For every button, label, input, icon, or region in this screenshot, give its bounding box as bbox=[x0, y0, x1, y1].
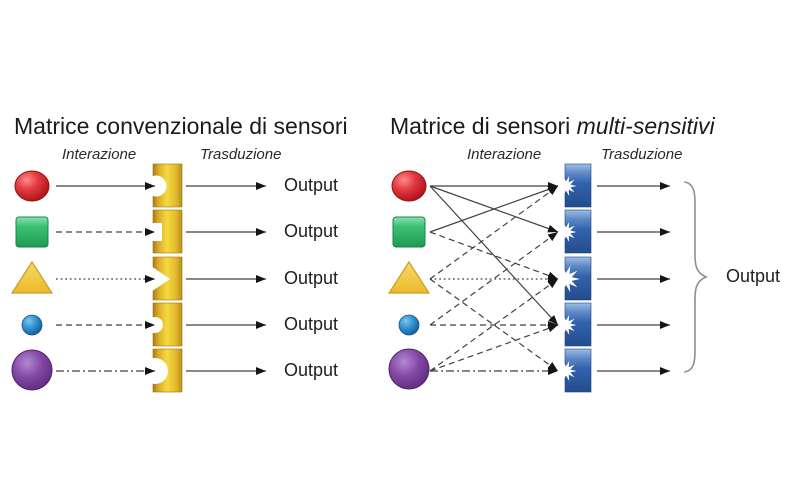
starburst-notch bbox=[555, 315, 577, 335]
interaction-arrow-right bbox=[429, 185, 559, 326]
interaction-arrow-right bbox=[429, 231, 559, 280]
transduction-label-right: Trasduzione bbox=[601, 146, 683, 163]
right-title-italic: multi-sensitivi bbox=[576, 113, 715, 139]
interaction-label-left: Interazione bbox=[62, 146, 137, 163]
interaction-arrow-right bbox=[429, 324, 559, 372]
starburst-notch bbox=[552, 265, 580, 293]
output-label-1: Output bbox=[284, 175, 339, 195]
notch-circle bbox=[145, 175, 167, 197]
sensor-green-square-left bbox=[15, 216, 49, 248]
starburst-notch bbox=[555, 361, 577, 381]
transducer-bar-left bbox=[142, 163, 183, 393]
output-label-5: Output bbox=[284, 360, 339, 380]
sensor-purple-circle-right bbox=[388, 348, 430, 390]
starburst-notches bbox=[552, 176, 580, 381]
interaction-arrow-right bbox=[429, 278, 559, 372]
output-brace bbox=[684, 181, 708, 373]
output-label-4: Output bbox=[284, 314, 339, 334]
sensor-yellow-triangle-right bbox=[387, 260, 431, 294]
interaction-arrow-right bbox=[429, 231, 559, 326]
interaction-arrow-right bbox=[429, 278, 559, 372]
sensor-red-circle-left bbox=[14, 170, 50, 202]
transduction-label-left: Trasduzione bbox=[200, 146, 282, 163]
sensor-red-circle-right bbox=[391, 170, 427, 202]
sensor-yellow-triangle-left bbox=[10, 260, 54, 294]
sensor-green-square-right bbox=[392, 216, 426, 248]
interaction-arrow-right bbox=[429, 185, 559, 233]
sensor-purple-circle-left bbox=[11, 349, 53, 391]
output-label-2: Output bbox=[284, 221, 339, 241]
transducer-bar-right bbox=[552, 163, 592, 393]
right-title-regular: Matrice di sensori bbox=[390, 113, 577, 139]
sensor-blue-dot-left bbox=[21, 314, 43, 336]
output-label-right: Output bbox=[726, 266, 781, 286]
interaction-label-right: Interazione bbox=[467, 146, 542, 163]
starburst-notch bbox=[555, 176, 577, 196]
arrow-lines-layer bbox=[56, 182, 670, 375]
interaction-arrow-right bbox=[429, 185, 559, 280]
starburst-notch bbox=[555, 222, 577, 242]
sensor-blue-dot-right bbox=[398, 314, 420, 336]
right-panel-title: Matrice di sensori multi-sensitivi bbox=[390, 112, 715, 140]
left-panel-title: Matrice convenzionale di sensori bbox=[14, 113, 348, 139]
notch-triangle bbox=[148, 264, 170, 294]
output-label-3: Output bbox=[284, 268, 339, 288]
